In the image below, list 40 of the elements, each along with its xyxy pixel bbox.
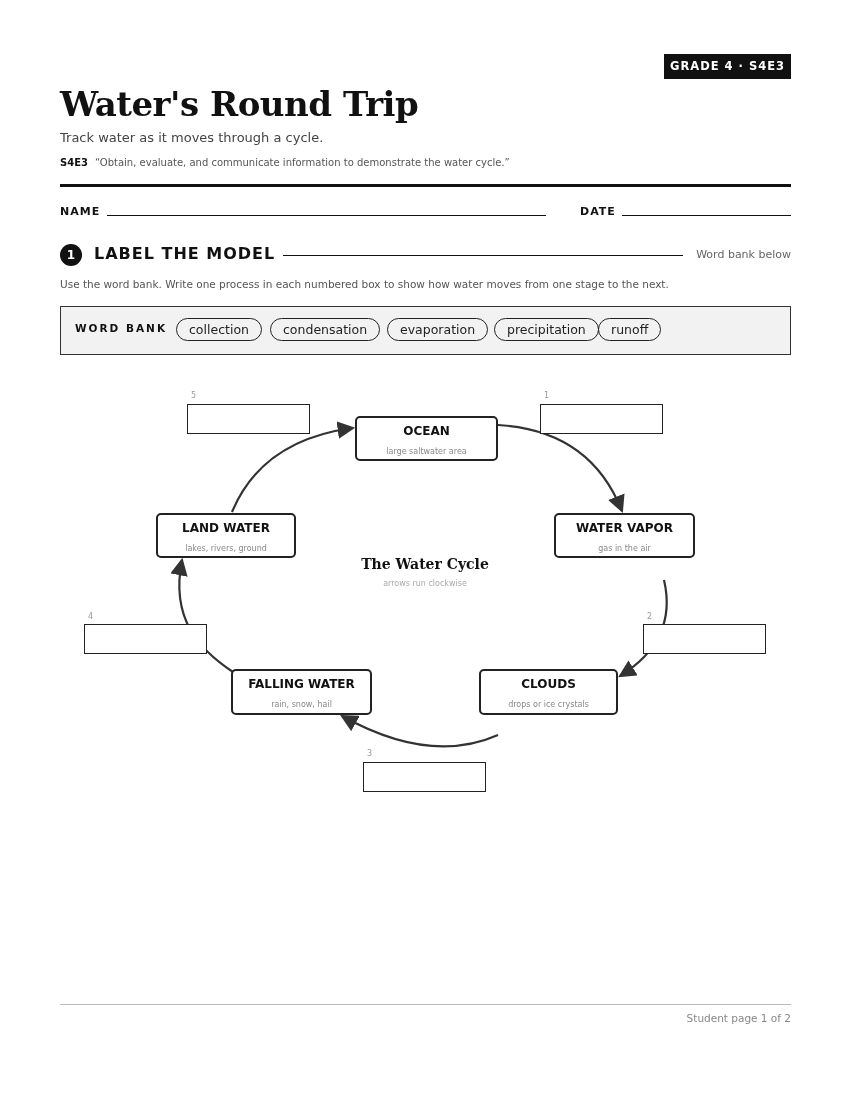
field-label: DATE <box>580 205 616 218</box>
section-note: Word bank below <box>696 248 791 261</box>
stage-name: WATER VAPOR <box>576 521 673 535</box>
field-label: NAME <box>60 205 101 218</box>
diagram-note: arrows run clockwise <box>382 579 468 588</box>
stage-description: large saltwater area <box>386 447 467 456</box>
stage-description: drops or ice crystals <box>508 700 589 709</box>
section-number: 1 <box>60 244 82 266</box>
stage-box <box>231 669 372 715</box>
box-number: 3 <box>367 749 373 758</box>
standard-text: “Obtain, evaluate, and communicate information to demonstrate the water cycle.” <box>95 157 510 168</box>
page-title: Water's Round Trip <box>60 84 419 124</box>
stage-box <box>554 513 695 558</box>
stage-name: CLOUDS <box>521 677 576 691</box>
stage-name: OCEAN <box>403 424 450 438</box>
box-number: 1 <box>544 391 550 400</box>
arrow <box>497 423 624 513</box>
arrow <box>231 421 356 513</box>
instructions: Use the word bank. Write one process in each numbered box to show how water moves from one stage to the next. <box>60 278 669 290</box>
arrow <box>340 715 499 748</box>
page-number: Student page 1 of 2 <box>686 1012 791 1024</box>
arrow <box>171 557 234 673</box>
box-number: 5 <box>191 391 197 400</box>
stage-name: LAND WATER <box>182 521 270 535</box>
stage-name: FALLING WATER <box>248 677 355 691</box>
arrow <box>618 579 668 678</box>
diagram-heading: The Water Cycle <box>360 556 490 572</box>
standard-code: S4E3 <box>60 157 88 168</box>
word-bank-heading: WORD BANK <box>75 322 168 334</box>
stage-box <box>355 416 498 461</box>
subtitle: Track water as it moves through a cycle. <box>60 130 324 145</box>
section-heading: LABEL THE MODEL <box>94 244 276 263</box>
stage-description: lakes, rivers, ground <box>185 544 267 553</box>
stage-description: rain, snow, hail <box>271 700 332 709</box>
stage-box <box>479 669 618 715</box>
box-number: 2 <box>647 612 653 621</box>
stage-description: gas in the air <box>598 544 651 553</box>
stage-box <box>156 513 296 558</box>
box-number: 4 <box>88 612 94 621</box>
grade-tag: GRADE 4 · S4E3 <box>664 54 791 79</box>
